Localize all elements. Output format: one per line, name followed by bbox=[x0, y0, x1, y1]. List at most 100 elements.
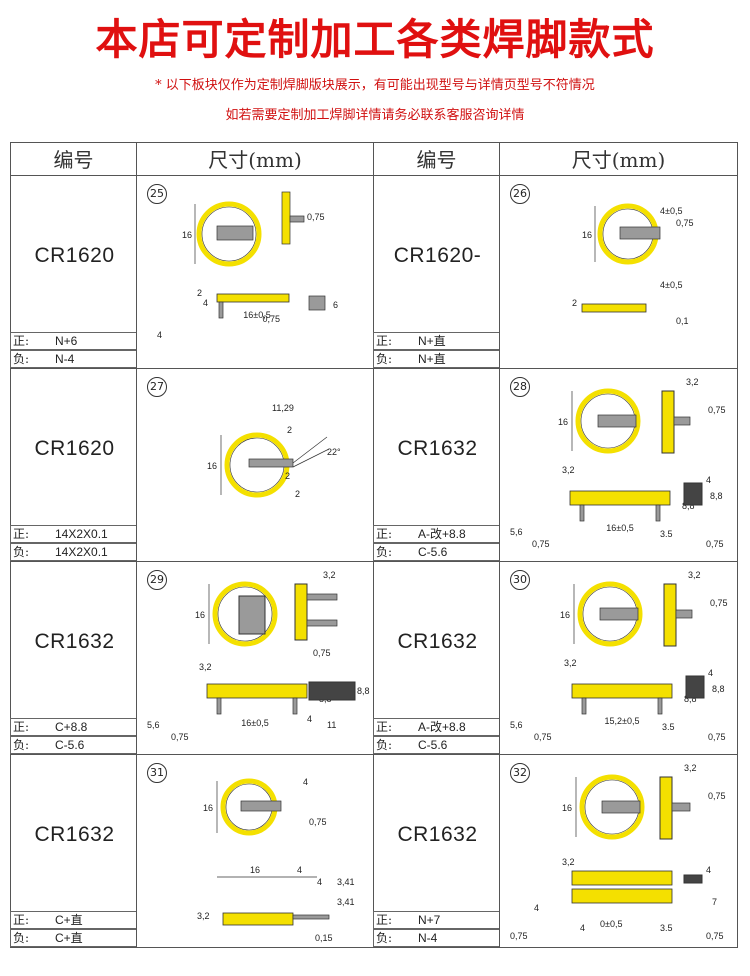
solder-tab bbox=[619, 226, 661, 240]
dimension-label: 3,41 bbox=[337, 897, 355, 907]
negative-value: C+直 bbox=[55, 931, 83, 945]
battery-top-view bbox=[196, 201, 262, 267]
negative-label: 负: bbox=[376, 545, 393, 559]
dimension-label: 7 bbox=[712, 897, 717, 907]
negative-row: 负: C-5.6 bbox=[373, 543, 500, 561]
negative-value: N-4 bbox=[55, 352, 75, 366]
dimension-label: 2 bbox=[285, 471, 290, 481]
solder-tab bbox=[289, 215, 305, 223]
positive-label: 正: bbox=[13, 720, 30, 734]
solder-tab bbox=[579, 504, 585, 522]
dimension-label: 3,2 bbox=[562, 857, 575, 867]
item-number-badge: 25 bbox=[147, 184, 167, 204]
dimension-label: 3,2 bbox=[686, 377, 699, 387]
dimension-label: 6 bbox=[333, 300, 338, 310]
positive-value: C+8.8 bbox=[55, 720, 88, 734]
item-number-badge: 26 bbox=[510, 184, 530, 204]
dimension-label: 0,75 bbox=[510, 931, 528, 941]
dimension-label: 0,75 bbox=[534, 732, 552, 742]
dimension-label: 0,75 bbox=[706, 539, 724, 549]
dimension-label: 0,75 bbox=[708, 791, 726, 801]
item-number-badge: 31 bbox=[147, 763, 167, 783]
code-cell: CR1632 正: C+直 负: C+直 bbox=[10, 754, 137, 948]
notice-line-1: * 以下板块仅作为定制焊脚版块展示，有可能出现型号与详情页型号不符情况 bbox=[155, 78, 595, 93]
dimension-label: 0,75 bbox=[708, 732, 726, 742]
header-size-right: 尺寸(mm) bbox=[499, 142, 738, 176]
positive-row: 正: A-改+8.8 bbox=[373, 718, 500, 736]
battery-side-view bbox=[216, 293, 290, 303]
dimension-label: 0,15 bbox=[315, 933, 333, 943]
negative-label: 负: bbox=[376, 738, 393, 752]
page-title: 本店可定制加工各类焊脚款式 bbox=[95, 15, 655, 64]
battery-side-view bbox=[206, 683, 308, 699]
dimension-label: 4 bbox=[157, 330, 162, 340]
item-number-badge: 27 bbox=[147, 377, 167, 397]
dimension-label: 16 bbox=[195, 610, 205, 620]
positive-label: 正: bbox=[376, 913, 393, 927]
positive-row: 正: N+6 bbox=[10, 332, 137, 350]
dimension-label: 4 bbox=[203, 298, 208, 308]
positive-value: N+7 bbox=[418, 913, 441, 927]
positive-row: 正: 14X2X0.1 bbox=[10, 525, 137, 543]
dimension-label: 11,29 bbox=[272, 403, 294, 413]
dimension-label: 16 bbox=[203, 803, 213, 813]
dimension-label: 4±0,5 bbox=[660, 280, 682, 290]
negative-label: 负: bbox=[13, 545, 30, 559]
dimension-label: 16±0,5 bbox=[606, 523, 633, 533]
positive-row: 正: N+7 bbox=[373, 911, 500, 929]
positive-label: 正: bbox=[376, 720, 393, 734]
dimension-label: 4 bbox=[317, 877, 322, 887]
model-name: CR1632 bbox=[397, 437, 478, 460]
solder-tab bbox=[581, 697, 587, 715]
dimension-label: 16 bbox=[562, 803, 572, 813]
model-name: CR1632 bbox=[34, 823, 115, 846]
negative-label: 负: bbox=[13, 931, 30, 945]
positive-row: 正: C+8.8 bbox=[10, 718, 137, 736]
dimension-label: 8,8 bbox=[682, 501, 695, 511]
battery-side-view bbox=[569, 490, 671, 506]
negative-label: 负: bbox=[13, 738, 30, 752]
dimension-label: 3.5 bbox=[662, 722, 675, 732]
negative-value: 14X2X0.1 bbox=[55, 545, 108, 559]
battery-side-view bbox=[222, 912, 294, 926]
negative-row: 负: N+直 bbox=[373, 350, 500, 368]
dimension-label: 4 bbox=[297, 865, 302, 875]
code-cell: CR1632 正: A-改+8.8 负: C-5.6 bbox=[373, 368, 500, 562]
dimension-label: 3,2 bbox=[684, 763, 697, 773]
model-name: CR1620 bbox=[34, 437, 115, 460]
solder-tab bbox=[671, 802, 691, 812]
dimension-label: 0,75 bbox=[307, 212, 325, 222]
dimension-label: 4 bbox=[708, 668, 713, 678]
dimension-label: 15,2±0,5 bbox=[605, 716, 640, 726]
item-number-badge: 32 bbox=[510, 763, 530, 783]
solder-tab bbox=[292, 697, 298, 715]
header-size-left: 尺寸(mm) bbox=[136, 142, 374, 176]
dimension-label: 3,2 bbox=[197, 911, 210, 921]
item-number-badge: 29 bbox=[147, 570, 167, 590]
dimension-label: 8,8 bbox=[357, 686, 370, 696]
negative-label: 负: bbox=[376, 931, 393, 945]
model-name: CR1620 bbox=[34, 244, 115, 267]
dimension-label: 3,2 bbox=[323, 570, 336, 580]
dimension-label: 8,8 bbox=[710, 491, 723, 501]
solder-tab bbox=[248, 458, 294, 468]
dimension-label: 0±0,5 bbox=[600, 919, 622, 929]
dimension-label: 16 bbox=[560, 610, 570, 620]
negative-value: C-5.6 bbox=[418, 545, 448, 559]
negative-label: 负: bbox=[376, 352, 393, 366]
dimension-label: 4 bbox=[303, 777, 308, 787]
dimension-label: 5,6 bbox=[510, 527, 523, 537]
battery-top-view bbox=[577, 581, 643, 647]
battery-top-view bbox=[212, 581, 278, 647]
dimension-label: 4 bbox=[534, 903, 539, 913]
code-cell: CR1620 正: 14X2X0.1 负: 14X2X0.1 bbox=[10, 368, 137, 562]
positive-value: 14X2X0.1 bbox=[55, 527, 108, 541]
